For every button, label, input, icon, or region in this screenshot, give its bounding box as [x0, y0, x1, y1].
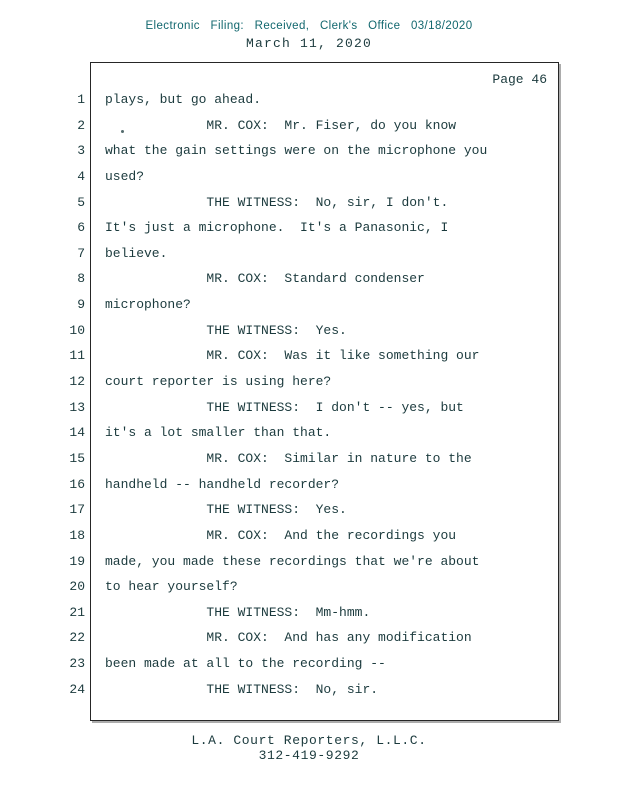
line-text: THE WITNESS: Yes.: [105, 322, 347, 338]
line-text: made, you made these recordings that we'…: [105, 553, 480, 569]
line-number: 17: [69, 502, 85, 518]
line-text: THE WITNESS: I don't -- yes, but: [105, 399, 464, 415]
reporter-company: L.A. Court Reporters, L.L.C.: [191, 733, 427, 748]
transcript-line: 22 MR. COX: And has any modification: [0, 630, 618, 656]
transcript-line: 10 THE WITNESS: Yes.: [0, 323, 618, 349]
line-text: plays, but go ahead.: [105, 92, 262, 107]
line-number: 3: [77, 143, 85, 159]
line-text: MR. COX: Was it like something our: [105, 348, 480, 364]
transcript-line: 20 to hear yourself?: [0, 579, 618, 605]
line-number: 13: [69, 399, 85, 415]
transcript-line: 19 made, you made these recordings that w…: [0, 554, 618, 580]
line-number: 4: [77, 168, 85, 184]
line-number: 23: [69, 656, 85, 672]
line-number: 6: [77, 220, 85, 236]
line-text: MR. COX: And the recordings you: [105, 527, 457, 543]
page-number: Page 46: [492, 72, 547, 87]
transcript-line: 13 THE WITNESS: I don't -- yes, but: [0, 400, 618, 426]
line-number: 18: [69, 527, 85, 543]
hearing-date: March 11, 2020: [245, 36, 373, 51]
line-number: 15: [69, 450, 85, 466]
line-text: believe.: [105, 245, 168, 261]
reporter-phone: 312-419-9292: [258, 748, 360, 763]
transcript-line: 11 MR. COX: Was it like something our: [0, 348, 618, 374]
line-number: 9: [77, 297, 85, 313]
line-number: 5: [77, 194, 85, 210]
transcript-page: Page 46 1 plays, but go ahead. 2 MR. COX:…: [0, 62, 618, 722]
line-number: 11: [69, 348, 85, 364]
transcript-line: 3 what the gain settings were on the micr…: [0, 143, 618, 169]
line-text: THE WITNESS: No, sir.: [105, 681, 379, 697]
line-number: 16: [69, 476, 85, 492]
transcript-lines: 1 plays, but go ahead. 2 MR. COX: Mr. Fis…: [0, 92, 618, 707]
transcript-line: 24 THE WITNESS: No, sir.: [0, 682, 618, 708]
transcript-line: 7 believe.: [0, 246, 618, 272]
line-text: THE WITNESS: No, sir, I don't.: [105, 194, 449, 210]
line-text: MR. COX: Similar in nature to the: [105, 450, 472, 466]
line-number: 20: [69, 579, 85, 595]
transcript-line: 6 It's just a microphone. It's a Panasoni…: [0, 220, 618, 246]
line-text: THE WITNESS: Mm-hmm.: [105, 604, 371, 620]
transcript-line: 9 microphone?: [0, 297, 618, 323]
line-text: MR. COX: Mr. Fiser, do you know: [105, 117, 457, 133]
line-text: it's a lot smaller than that.: [105, 425, 332, 441]
line-number: 22: [69, 630, 85, 646]
transcript-line: 2 MR. COX: Mr. Fiser, do you know: [0, 118, 618, 144]
line-number: 8: [77, 271, 85, 287]
transcript-line: 4 used?: [0, 169, 618, 195]
page-border: [90, 62, 559, 721]
electronic-filing-stamp: Electronic Filing: Received, Clerk's Off…: [145, 20, 473, 32]
transcript-line: 23 been made at all to the recording --: [0, 656, 618, 682]
line-number: 2: [77, 117, 85, 133]
transcript-line: 8 MR. COX: Standard condenser: [0, 271, 618, 297]
transcript-line: 12 court reporter is using here?: [0, 374, 618, 400]
line-text: what the gain settings were on the micro…: [105, 143, 488, 159]
line-number: 7: [77, 245, 85, 261]
line-text: It's just a microphone. It's a Panasonic…: [105, 220, 449, 236]
line-text: MR. COX: And has any modification: [105, 630, 472, 646]
line-text: THE WITNESS: Yes.: [105, 502, 347, 518]
transcript-line: 5 THE WITNESS: No, sir, I don't.: [0, 195, 618, 221]
line-number: 24: [69, 681, 85, 697]
line-number: 19: [69, 553, 85, 569]
line-text: microphone?: [105, 297, 191, 313]
transcript-line: 18 MR. COX: And the recordings you: [0, 528, 618, 554]
transcript-line: 16 handheld -- handheld recorder?: [0, 477, 618, 503]
line-text: to hear yourself?: [105, 579, 238, 595]
line-number: 12: [69, 374, 85, 390]
transcript-line: 21 THE WITNESS: Mm-hmm.: [0, 605, 618, 631]
transcript-line: 17 THE WITNESS: Yes.: [0, 502, 618, 528]
reporter-footer: L.A. Court Reporters, L.L.C. 312-419-929…: [0, 733, 618, 763]
line-text: MR. COX: Standard condenser: [105, 271, 425, 287]
transcript-line: 15 MR. COX: Similar in nature to the: [0, 451, 618, 477]
transcript-line: 14 it's a lot smaller than that.: [0, 425, 618, 451]
line-text: used?: [105, 168, 145, 184]
line-number: 14: [69, 425, 85, 441]
line-number: 1: [77, 92, 85, 107]
line-number: 21: [69, 604, 85, 620]
line-number: 10: [69, 322, 85, 338]
line-text: court reporter is using here?: [105, 374, 332, 390]
line-text: handheld -- handheld recorder?: [105, 476, 340, 492]
transcript-line: 1 plays, but go ahead.: [0, 92, 618, 118]
line-text: been made at all to the recording --: [105, 656, 386, 672]
stray-ink-mark: [121, 130, 124, 133]
